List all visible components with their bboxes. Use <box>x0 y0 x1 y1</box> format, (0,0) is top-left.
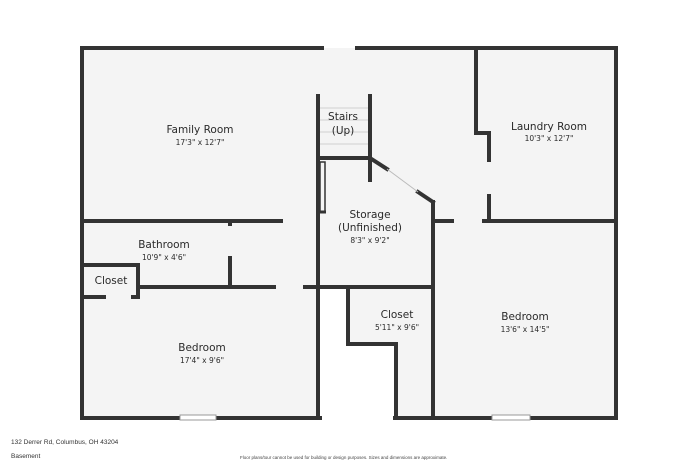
room-bedroom-left: Bedroom 17'4" x 9'6" <box>178 342 226 365</box>
room-laundry: Laundry Room 10'3" x 12'7" <box>511 121 587 143</box>
room-dims: 10'3" x 12'7" <box>525 134 574 143</box>
room-dims: 10'9" x 4'6" <box>142 253 186 262</box>
floor-area <box>82 48 616 418</box>
room-name: Bedroom <box>501 311 549 323</box>
room-closet-small: Closet <box>95 275 128 287</box>
room-dims: 17'3" x 12'7" <box>176 138 225 147</box>
room-name: Storage <box>349 209 390 221</box>
room-name: Stairs <box>328 111 358 123</box>
room-dims: 17'4" x 9'6" <box>180 356 224 365</box>
room-bathroom: Bathroom 10'9" x 4'6" <box>138 239 190 262</box>
room-name: (Unfinished) <box>338 222 402 234</box>
address: 132 Derrer Rd, Columbus, OH 43204 <box>11 439 119 446</box>
diagonal-opening <box>386 168 419 193</box>
room-dims: 5'11" x 9'6" <box>375 323 419 332</box>
room-stairs: Stairs (Up) <box>328 111 358 137</box>
disclaimer: Floor plans/tour cannot be used for buil… <box>240 455 448 460</box>
room-name: Laundry Room <box>511 121 587 133</box>
room-name: Closet <box>95 275 128 287</box>
stair-treads <box>320 107 368 145</box>
room-dims: 8'3" x 9'2" <box>350 236 389 245</box>
level-label: Basement <box>11 453 41 460</box>
room-name: Closet <box>381 309 414 321</box>
room-name: (Up) <box>332 125 355 137</box>
walls <box>80 46 618 420</box>
room-name: Bedroom <box>178 342 226 354</box>
room-name: Bathroom <box>138 239 190 251</box>
room-dims: 13'6" x 14'5" <box>501 325 550 334</box>
room-bedroom-right: Bedroom 13'6" x 14'5" <box>501 311 550 334</box>
room-name: Family Room <box>166 124 233 136</box>
windows <box>179 414 531 421</box>
room-closet-center: Closet 5'11" x 9'6" <box>375 309 419 332</box>
exterior-notch-2 <box>347 345 395 418</box>
room-storage: Storage (Unfinished) 8'3" x 9'2" <box>338 209 402 245</box>
room-family: Family Room 17'3" x 12'7" <box>166 124 233 147</box>
exterior-notch <box>320 289 347 418</box>
